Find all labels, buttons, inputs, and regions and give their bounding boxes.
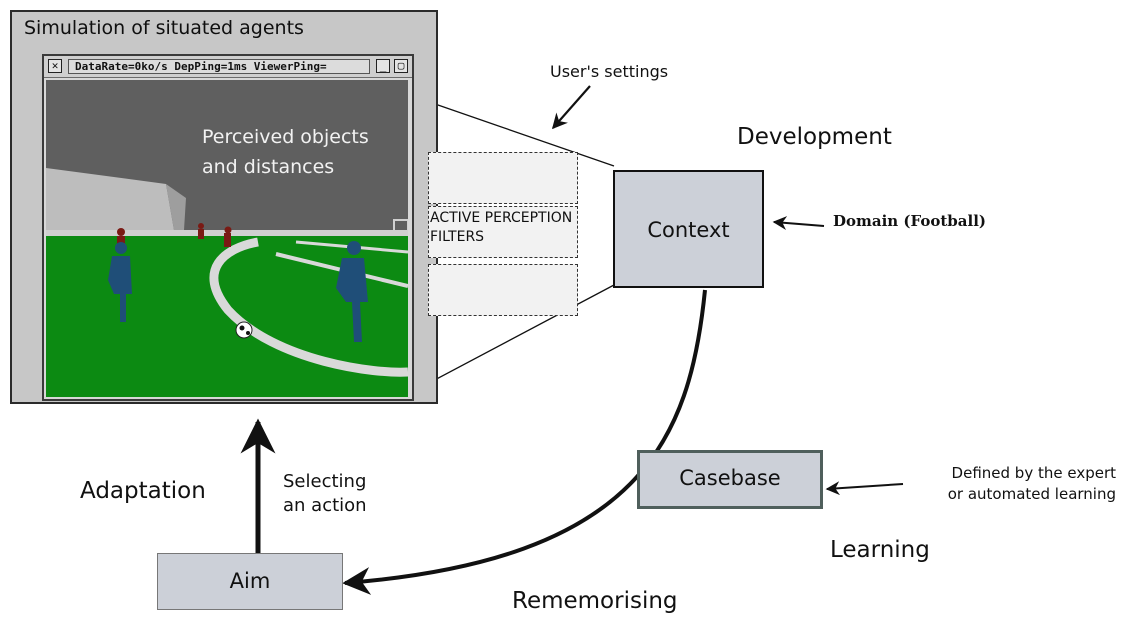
perception-filter-middle (428, 206, 578, 258)
football-scene: Perceived objects and distances (46, 80, 409, 397)
close-icon[interactable]: ✕ (48, 59, 62, 73)
selecting-label-line2: an action (283, 495, 367, 516)
expert-label: Defined by the expert or automated learn… (900, 463, 1116, 505)
rememorising-curve (342, 289, 707, 595)
expert-label-line2: or automated learning (947, 485, 1116, 503)
expert-label-line1: Defined by the expert (951, 464, 1116, 482)
viewer-window: ✕ DataRate=0ko/s DepPing=1ms ViewerPing=… (42, 54, 414, 401)
rememorising-label: Rememorising (512, 588, 678, 614)
selecting-label-line1: Selecting (283, 471, 367, 492)
expert-arrow (825, 481, 904, 496)
minimize-icon[interactable]: _ (376, 59, 390, 73)
domain-arrow (772, 216, 825, 230)
learning-label: Learning (830, 537, 930, 563)
perception-filter-top (428, 152, 578, 204)
perception-filter-bottom (428, 264, 578, 316)
aim-label: Aim (229, 569, 271, 593)
users-settings-label: User's settings (550, 62, 669, 81)
simulation-panel: Simulation of situated agents ✕ DataRate… (10, 10, 438, 404)
aim-box: Aim (157, 553, 343, 610)
scene-caption-line1: Perceived objects (202, 126, 369, 148)
domain-label: Domain (Football) (833, 212, 986, 230)
simulation-title: Simulation of situated agents (24, 17, 304, 39)
adaptation-label: Adaptation (80, 478, 206, 504)
filters-label: ACTIVE PERCEPTION FILTERS (430, 209, 572, 247)
casebase-label: Casebase (679, 466, 781, 490)
context-label: Context (647, 218, 730, 242)
filters-label-line1: ACTIVE PERCEPTION (430, 210, 573, 226)
development-label: Development (737, 124, 892, 150)
scene-graphic (46, 80, 409, 397)
viewer-status-text: DataRate=0ko/s DepPing=1ms ViewerPing= (68, 59, 370, 74)
selecting-label: Selecting an action (283, 470, 367, 518)
filters-label-line2: FILTERS (430, 229, 485, 245)
users-settings-arrow (551, 85, 591, 130)
scene-caption-line2: and distances (202, 156, 335, 178)
maximize-icon[interactable]: ▢ (394, 59, 408, 73)
zoom-line-bottom (411, 284, 615, 393)
zoom-line-top (411, 95, 615, 167)
viewer-titlebar: ✕ DataRate=0ko/s DepPing=1ms ViewerPing=… (44, 56, 412, 78)
context-box: Context (613, 170, 764, 288)
casebase-box: Casebase (637, 450, 823, 509)
